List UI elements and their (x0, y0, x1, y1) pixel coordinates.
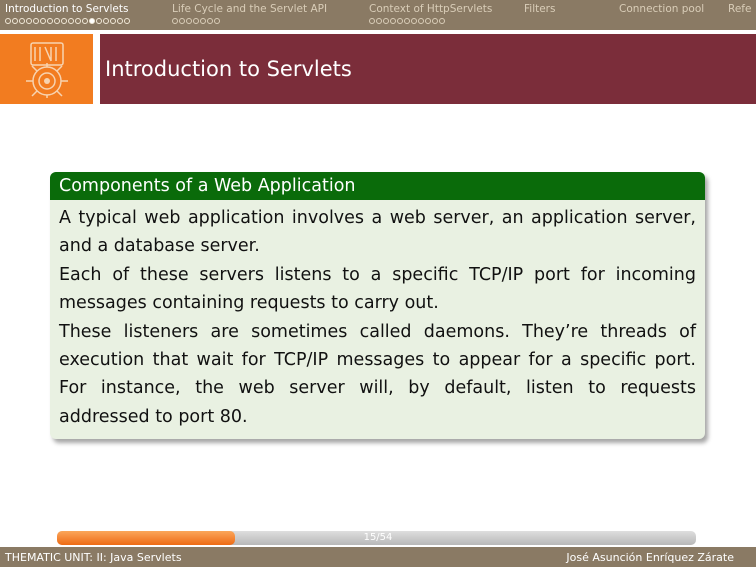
slide-footer: THEMATIC UNIT: II: Java Servlets José As… (0, 547, 756, 567)
page-number: 15/54 (363, 532, 393, 543)
nav-dot-icon[interactable] (397, 18, 403, 24)
section-navigation-bar: Introduction to Servlets Life Cycle and … (0, 0, 756, 30)
nav-progress-dots (172, 17, 327, 25)
nav-section-label[interactable]: Refe (728, 3, 752, 15)
nav-section-label[interactable]: Connection pool (619, 3, 705, 15)
slide-progress-fill (57, 531, 235, 545)
nav-progress-dots (5, 17, 130, 25)
nav-dot-icon[interactable] (26, 18, 32, 24)
block-paragraph: A typical web application involves a web… (59, 208, 696, 257)
nav-dot-icon[interactable] (411, 18, 417, 24)
nav-dot-icon[interactable] (103, 18, 109, 24)
nav-dot-icon[interactable] (214, 18, 220, 24)
nav-dot-icon[interactable] (390, 18, 396, 24)
nav-dot-icon[interactable] (200, 18, 206, 24)
nav-dot-icon[interactable] (61, 18, 67, 24)
nav-dot-icon[interactable] (207, 18, 213, 24)
nav-dot-icon[interactable] (172, 18, 178, 24)
institution-seal-icon (25, 42, 68, 98)
block-paragraph: Each of these servers listens to a speci… (59, 264, 696, 314)
nav-dot-icon[interactable] (33, 18, 39, 24)
nav-section-label[interactable]: Life Cycle and the Servlet API (172, 3, 328, 15)
nav-progress-dots (369, 17, 492, 25)
block-body: A typical web application involves a web… (50, 200, 705, 439)
nav-dot-icon[interactable] (369, 18, 375, 24)
slide-title: Introduction to Servlets (105, 57, 352, 81)
nav-section-context[interactable]: Context of HttpServlets (369, 3, 492, 25)
nav-dot-icon[interactable] (5, 18, 11, 24)
nav-dot-icon[interactable] (89, 18, 95, 24)
nav-dot-icon[interactable] (179, 18, 185, 24)
nav-section-label[interactable]: Context of HttpServlets (369, 3, 493, 15)
block-paragraph: These listeners are sometimes called dae… (59, 321, 696, 427)
nav-dot-icon[interactable] (19, 18, 25, 24)
institution-logo (0, 34, 93, 104)
nav-section-label[interactable]: Introduction to Servlets (5, 3, 129, 15)
nav-dot-icon[interactable] (54, 18, 60, 24)
nav-dot-icon[interactable] (110, 18, 116, 24)
nav-section-connection-pool[interactable]: Connection pool (619, 3, 704, 16)
nav-dot-icon[interactable] (383, 18, 389, 24)
nav-dot-icon[interactable] (193, 18, 199, 24)
nav-dot-icon[interactable] (432, 18, 438, 24)
nav-section-life-cycle[interactable]: Life Cycle and the Servlet API (172, 3, 327, 25)
nav-dot-icon[interactable] (124, 18, 130, 24)
nav-dot-icon[interactable] (75, 18, 81, 24)
block-title: Components of a Web Application (50, 172, 705, 200)
nav-dot-icon[interactable] (47, 18, 53, 24)
nav-dot-icon[interactable] (96, 18, 102, 24)
nav-dot-icon[interactable] (12, 18, 18, 24)
nav-dot-icon[interactable] (439, 18, 445, 24)
nav-dot-icon[interactable] (404, 18, 410, 24)
nav-dot-icon[interactable] (418, 18, 424, 24)
nav-dot-icon[interactable] (186, 18, 192, 24)
slide-progress-bar (57, 531, 696, 545)
nav-section-filters[interactable]: Filters (524, 3, 555, 16)
nav-dot-icon[interactable] (117, 18, 123, 24)
nav-dot-icon[interactable] (68, 18, 74, 24)
nav-dot-icon[interactable] (82, 18, 88, 24)
footer-author: José Asunción Enríquez Zárate (566, 550, 734, 564)
content-block: Components of a Web Application A typica… (50, 172, 705, 440)
footer-unit-title: THEMATIC UNIT: II: Java Servlets (5, 550, 182, 564)
nav-dot-icon[interactable] (425, 18, 431, 24)
nav-section-label[interactable]: Filters (524, 3, 556, 15)
nav-dot-icon[interactable] (40, 18, 46, 24)
nav-section-introduction[interactable]: Introduction to Servlets (5, 3, 130, 25)
slide-title-band: Introduction to Servlets (100, 34, 756, 104)
nav-section-references[interactable]: Refe (728, 3, 751, 16)
nav-dot-icon[interactable] (376, 18, 382, 24)
